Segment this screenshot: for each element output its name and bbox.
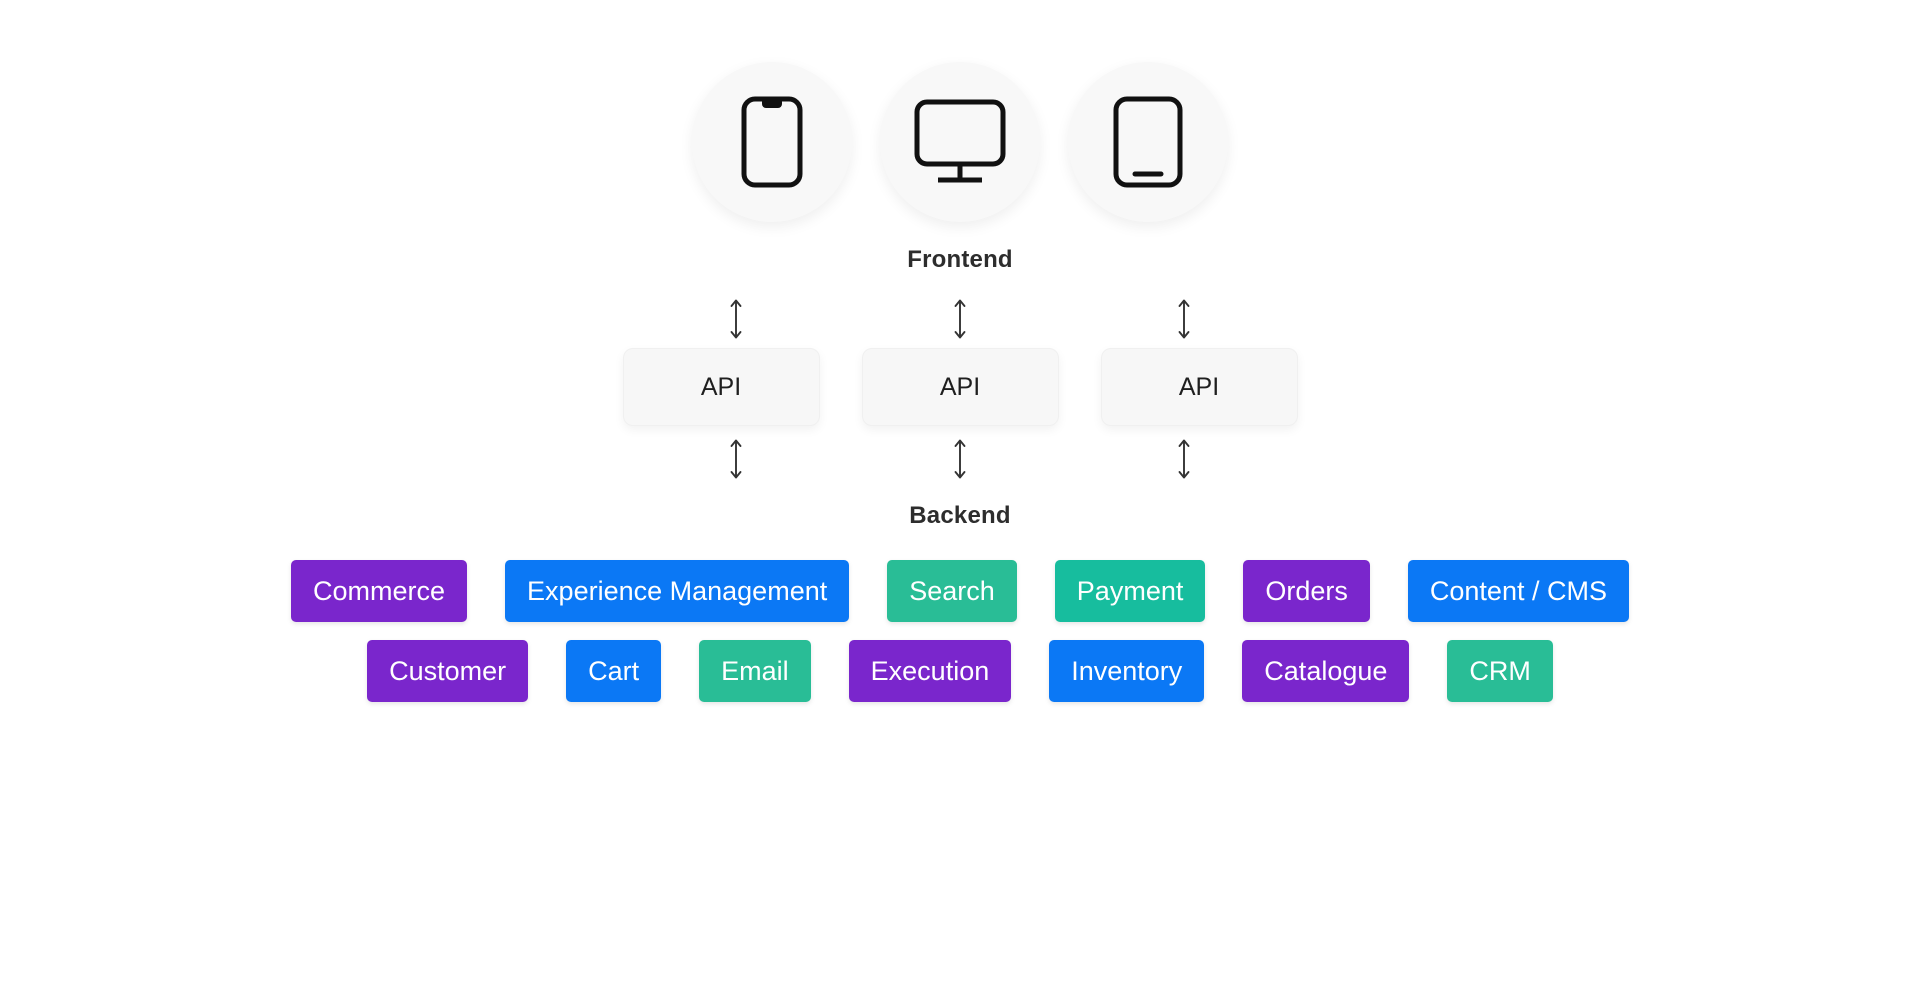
service-tag-execution[interactable]: Execution bbox=[848, 640, 1012, 702]
bidirectional-arrow-icon bbox=[723, 438, 749, 480]
service-tag-payment[interactable]: Payment bbox=[1054, 560, 1206, 622]
api-box[interactable]: API bbox=[861, 348, 1059, 426]
service-tag-search[interactable]: Search bbox=[887, 560, 1017, 622]
bidirectional-arrow-icon bbox=[1171, 298, 1197, 340]
service-tag-orders[interactable]: Orders bbox=[1243, 560, 1370, 622]
api-box-row: API API API bbox=[622, 348, 1298, 426]
service-tag-commerce[interactable]: Commerce bbox=[291, 560, 468, 622]
bidirectional-arrow-icon bbox=[947, 298, 973, 340]
frontend-heading: Frontend bbox=[907, 246, 1013, 273]
desktop-monitor-icon bbox=[914, 99, 1006, 185]
service-tag-catalogue[interactable]: Catalogue bbox=[1242, 640, 1410, 702]
api-box[interactable]: API bbox=[1100, 348, 1298, 426]
bidirectional-arrow-icon bbox=[723, 298, 749, 340]
connector-row-top bbox=[723, 296, 1197, 342]
service-tag-inventory[interactable]: Inventory bbox=[1049, 640, 1205, 702]
bidirectional-arrow-icon bbox=[1171, 438, 1197, 480]
service-tag-cart[interactable]: Cart bbox=[566, 640, 662, 702]
device-circle-tablet bbox=[1068, 62, 1228, 222]
service-tag-crm[interactable]: CRM bbox=[1447, 640, 1553, 702]
api-box[interactable]: API bbox=[622, 348, 820, 426]
backend-service-rows: Commerce Experience Management Search Pa… bbox=[0, 560, 1920, 702]
service-tag-customer[interactable]: Customer bbox=[367, 640, 529, 702]
device-circle-desktop bbox=[880, 62, 1040, 222]
service-row-2: Customer Cart Email Execution Inventory … bbox=[367, 640, 1553, 702]
mobile-phone-icon bbox=[741, 96, 803, 188]
service-row-1: Commerce Experience Management Search Pa… bbox=[291, 560, 1629, 622]
device-circle-phone bbox=[692, 62, 852, 222]
backend-heading: Backend bbox=[909, 502, 1011, 529]
connector-row-bottom bbox=[723, 436, 1197, 482]
service-tag-email[interactable]: Email bbox=[699, 640, 811, 702]
frontend-device-row bbox=[692, 62, 1228, 222]
bidirectional-arrow-icon bbox=[947, 438, 973, 480]
service-tag-experience-management[interactable]: Experience Management bbox=[505, 560, 850, 622]
tablet-icon bbox=[1113, 96, 1183, 188]
service-tag-content-cms[interactable]: Content / CMS bbox=[1407, 560, 1629, 622]
